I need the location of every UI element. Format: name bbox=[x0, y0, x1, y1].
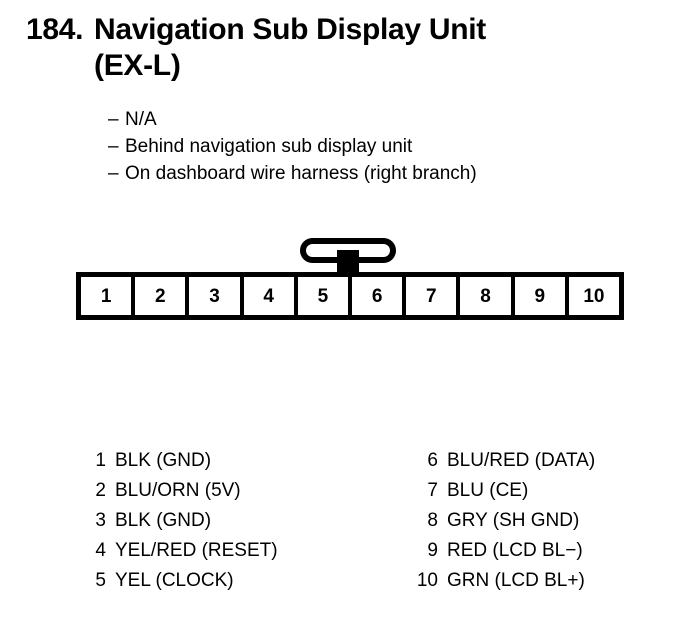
pin-number: 4 bbox=[95, 540, 106, 561]
pin-legend-row: 6 BLU/RED (DATA) bbox=[412, 446, 688, 476]
note-text: On dashboard wire harness (right branch) bbox=[125, 163, 477, 184]
dash-icon: – bbox=[108, 163, 119, 184]
pin-wire-label: BLU/ORN (5V) bbox=[115, 480, 241, 501]
pin-legend: 1 BLK (GND) 2 BLU/ORN (5V) 3 BLK (GND) 4… bbox=[0, 446, 688, 596]
pin-number: 9 bbox=[427, 540, 438, 561]
pin-number: 6 bbox=[427, 450, 438, 471]
connector-diagram: 1 2 3 4 5 6 7 8 9 10 bbox=[76, 238, 624, 320]
note-text: Behind navigation sub display unit bbox=[125, 136, 413, 157]
section-number: 184. bbox=[26, 13, 84, 46]
pin-number: 2 bbox=[95, 480, 106, 501]
connector-latch-tab-icon bbox=[300, 238, 396, 278]
connector-pin: 8 bbox=[460, 277, 511, 315]
dash-icon: – bbox=[108, 109, 119, 130]
pin-legend-row: 5 YEL (CLOCK) bbox=[80, 566, 380, 596]
pin-legend-row: 2 BLU/ORN (5V) bbox=[80, 476, 380, 506]
pin-number: 8 bbox=[427, 510, 438, 531]
connector-pin: 9 bbox=[514, 277, 565, 315]
connector-pin: 1 bbox=[81, 277, 132, 315]
section-title-variant: (EX-L) bbox=[94, 49, 181, 82]
pin-wire-label: BLU (CE) bbox=[447, 480, 529, 501]
pin-legend-row: 10 GRN (LCD BL+) bbox=[412, 566, 688, 596]
notes-list: – N/A – Behind navigation sub display un… bbox=[108, 106, 668, 187]
pin-legend-row: 8 GRY (SH GND) bbox=[412, 506, 688, 536]
pin-wire-label: YEL (CLOCK) bbox=[115, 570, 234, 591]
pin-wire-label: BLK (GND) bbox=[115, 450, 212, 471]
connector-pin: 4 bbox=[243, 277, 294, 315]
pin-wire-label: RED (LCD BL−) bbox=[447, 540, 583, 561]
section-title: Navigation Sub Display Unit bbox=[94, 13, 486, 46]
note-item: – On dashboard wire harness (right branc… bbox=[108, 160, 668, 187]
pin-legend-column-right: 6 BLU/RED (DATA) 7 BLU (CE) 8 GRY (SH GN… bbox=[412, 446, 688, 596]
pin-wire-label: YEL/RED (RESET) bbox=[115, 540, 278, 561]
connector-pin: 3 bbox=[189, 277, 240, 315]
page-title-line-1: 184. Navigation Sub Display Unit bbox=[26, 12, 666, 48]
note-item: – N/A bbox=[108, 106, 668, 133]
pin-wire-label: BLU/RED (DATA) bbox=[447, 450, 596, 471]
pin-number: 5 bbox=[95, 570, 106, 591]
pin-number: 7 bbox=[427, 480, 438, 501]
pin-legend-row: 4 YEL/RED (RESET) bbox=[80, 536, 380, 566]
pin-legend-row: 1 BLK (GND) bbox=[80, 446, 380, 476]
connector-pin: 7 bbox=[406, 277, 457, 315]
pin-legend-row: 7 BLU (CE) bbox=[412, 476, 688, 506]
pin-legend-row: 9 RED (LCD BL−) bbox=[412, 536, 688, 566]
pin-legend-row: 3 BLK (GND) bbox=[80, 506, 380, 536]
pin-wire-label: BLK (GND) bbox=[115, 510, 212, 531]
note-text: N/A bbox=[125, 109, 157, 130]
pin-number: 10 bbox=[416, 570, 438, 591]
connector-housing: 1 2 3 4 5 6 7 8 9 10 bbox=[76, 272, 624, 320]
pin-legend-column-left: 1 BLK (GND) 2 BLU/ORN (5V) 3 BLK (GND) 4… bbox=[80, 446, 380, 596]
dash-icon: – bbox=[108, 136, 119, 157]
connector-pin: 5 bbox=[297, 277, 349, 315]
pin-number: 3 bbox=[95, 510, 106, 531]
connector-pin: 2 bbox=[135, 277, 186, 315]
connector-pin: 10 bbox=[568, 277, 620, 315]
note-item: – Behind navigation sub display unit bbox=[108, 133, 668, 160]
page-title: 184. Navigation Sub Display Unit (EX-L) bbox=[26, 12, 666, 84]
pin-wire-label: GRY (SH GND) bbox=[447, 510, 580, 531]
pin-wire-label: GRN (LCD BL+) bbox=[447, 570, 585, 591]
page-title-line-2: (EX-L) bbox=[26, 48, 666, 84]
connector-pin: 6 bbox=[352, 277, 403, 315]
pin-number: 1 bbox=[95, 450, 106, 471]
